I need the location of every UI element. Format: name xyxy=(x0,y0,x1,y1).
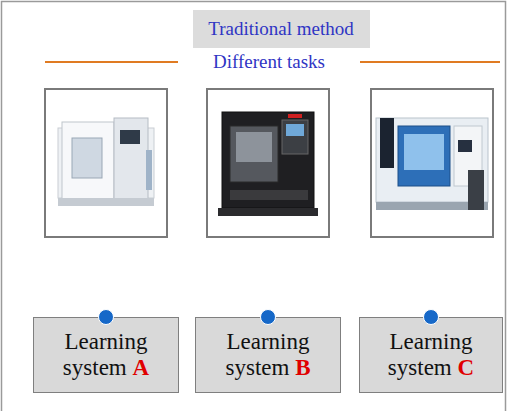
machine-picture xyxy=(58,118,154,206)
port-dot xyxy=(260,309,276,325)
text-group: Learning systemA xyxy=(40,329,172,382)
text-group: Learning systemC xyxy=(366,329,496,382)
image-frame xyxy=(371,89,493,237)
process-box: Learning systemC xyxy=(359,317,503,393)
text-group: Learning systemB xyxy=(202,329,334,382)
image-frame xyxy=(207,89,329,237)
machine-picture xyxy=(376,118,488,210)
divider-line xyxy=(45,61,178,63)
title-box: Traditional method xyxy=(193,10,370,48)
outer-frame xyxy=(2,2,506,411)
box-letter: C xyxy=(458,355,475,380)
box-letter: A xyxy=(133,355,150,380)
box-text: Traditional method xyxy=(208,18,354,39)
machine-picture xyxy=(218,112,318,216)
text-group: Traditional method xyxy=(208,18,354,40)
image-frame xyxy=(45,89,167,237)
port-dot xyxy=(423,309,439,325)
port-dot xyxy=(98,309,114,325)
divider-line xyxy=(360,61,500,63)
process-box: Learning systemA xyxy=(33,317,179,393)
section-heading: Different tasks xyxy=(209,51,329,73)
box-letter: B xyxy=(295,355,310,380)
process-box: Learning systemB xyxy=(195,317,341,393)
